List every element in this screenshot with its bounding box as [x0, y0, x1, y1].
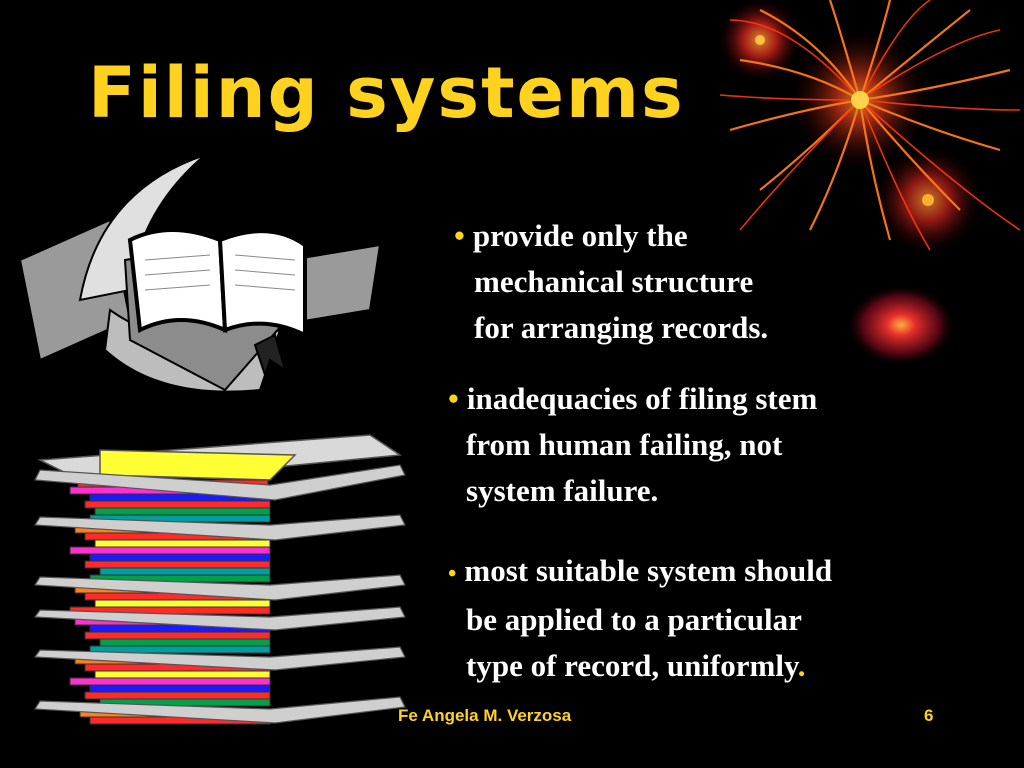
- bullet-3-line-3: type of record, uniformly: [466, 648, 798, 683]
- bullet-marker: •: [448, 561, 457, 587]
- bullet-1-line-1: provide only the: [472, 218, 688, 253]
- file-folders-image: [33, 434, 406, 725]
- firework-decoration: [718, 0, 1021, 254]
- bullet-3: • most suitable system should be applied …: [448, 548, 832, 689]
- open-book-image: [20, 154, 382, 393]
- bullet-3-line-2: be applied to a particular: [466, 602, 802, 637]
- bullet-3-trailing-period: .: [797, 648, 806, 683]
- bullet-1-line-3: for arranging records.: [474, 310, 769, 345]
- bullet-2: •inadequacies of filing stem from human …: [448, 376, 817, 514]
- bullet-2-line-3: system failure.: [466, 473, 659, 508]
- bullet-3-line-1: most suitable system should: [464, 553, 833, 588]
- page-number: 6: [924, 706, 934, 725]
- glow-decoration: [846, 284, 956, 366]
- bullet-marker: •: [454, 218, 465, 253]
- footer-author: Fe Angela M. Verzosa: [398, 706, 572, 725]
- slide-title: Filing systems: [88, 52, 685, 134]
- bullet-2-line-2: from human failing, not: [466, 427, 783, 462]
- bullet-marker: •: [448, 381, 459, 416]
- bullet-1-line-2: mechanical structure: [474, 264, 754, 299]
- bullet-2-line-1: inadequacies of filing stem: [466, 381, 818, 416]
- bullet-1: •provide only the mechanical structure f…: [454, 213, 768, 351]
